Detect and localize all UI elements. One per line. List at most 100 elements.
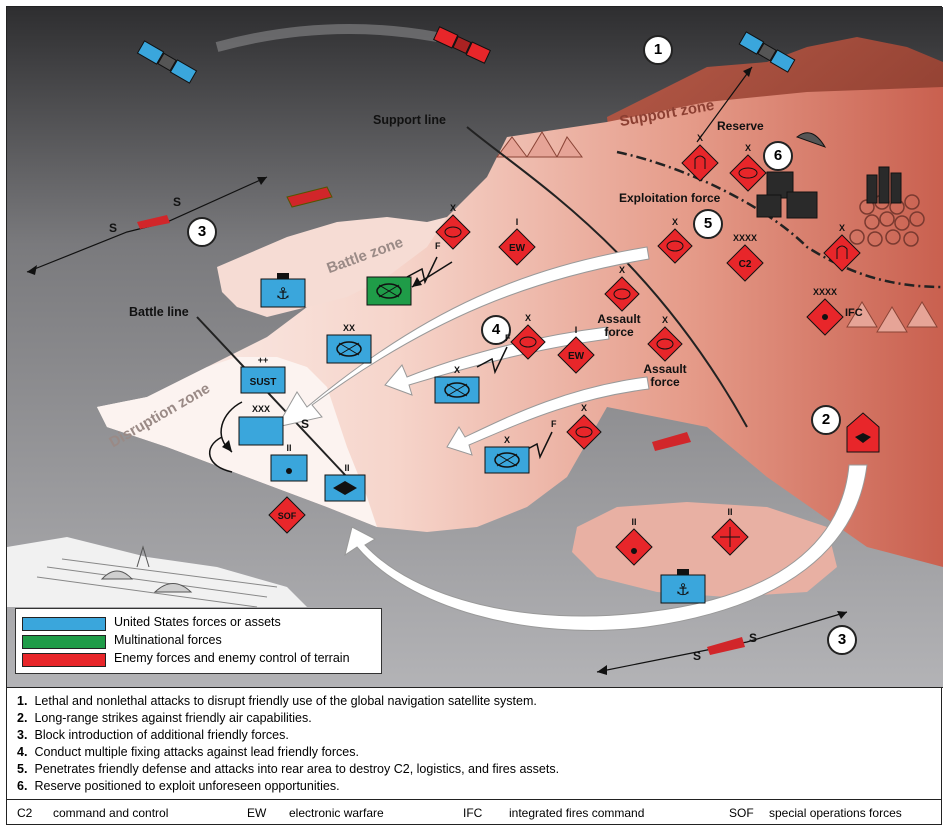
friendly-corps: XXX xyxy=(238,404,284,446)
friendly-naval-unit: ⚓ xyxy=(660,569,706,604)
fires-icon xyxy=(476,346,508,375)
hangar-icon xyxy=(100,570,134,580)
strike-arrow xyxy=(696,66,753,143)
support-line-label: Support line xyxy=(373,113,446,127)
enemy-sof-unit: SOF xyxy=(268,496,306,534)
enemy-ship-icon xyxy=(652,432,691,451)
tower-icon xyxy=(136,545,150,568)
air-strike-arrow xyxy=(344,464,868,631)
svg-text:II: II xyxy=(631,517,636,527)
disruption-land xyxy=(97,357,377,527)
svg-text:EW: EW xyxy=(509,243,526,254)
svg-text:C2: C2 xyxy=(739,259,752,270)
hangar-icon xyxy=(153,583,193,593)
enemy-air-defense xyxy=(846,412,880,453)
friendly-battalion: II xyxy=(270,443,308,482)
svg-text:X: X xyxy=(525,313,531,323)
enemy-boundary xyxy=(616,150,943,289)
enemy-ship-icon xyxy=(286,186,333,208)
radar-dish-icon xyxy=(795,132,827,148)
rocks-icon xyxy=(496,131,938,333)
enemy-satellite-icon xyxy=(433,26,491,64)
exploitation-arrow xyxy=(276,246,650,428)
svg-text:II: II xyxy=(727,507,732,517)
svg-text:X: X xyxy=(745,143,751,153)
multinational-unit xyxy=(366,276,412,306)
svg-text:X: X xyxy=(697,133,703,143)
note-item: 3. Block introduction of additional frie… xyxy=(17,728,289,742)
enemy-ew-unit: EW xyxy=(557,336,595,374)
s-label: S xyxy=(109,221,118,235)
s-label: S xyxy=(749,631,758,645)
svg-text:⚓: ⚓ xyxy=(276,284,290,303)
callout-3-north: 3 xyxy=(187,217,217,247)
callout-3-south: 3 xyxy=(827,625,857,655)
headquarters-icon xyxy=(756,166,902,219)
callout-1: 1 xyxy=(643,35,673,65)
note-item: 6. Reserve positioned to exploit unfores… xyxy=(17,779,340,793)
callout-4: 4 xyxy=(481,315,511,345)
svg-text:X: X xyxy=(454,365,460,375)
s-label: S xyxy=(301,417,310,431)
battle-line-label: Battle line xyxy=(129,305,189,319)
enemy-brigade xyxy=(435,214,471,250)
enemy-fires-unit xyxy=(681,144,719,182)
enemy-ship-icon xyxy=(137,215,170,229)
svg-text:X: X xyxy=(662,315,668,325)
legend-swatch xyxy=(22,617,106,631)
friendly-air-defense xyxy=(324,474,366,502)
svg-text:XXXX: XXXX xyxy=(733,233,757,243)
svg-text:I: I xyxy=(575,325,578,335)
enemy-ifc-unit xyxy=(806,298,844,336)
enemy-ship-icon xyxy=(707,637,745,655)
s-label: S xyxy=(693,649,702,663)
fires-label: F xyxy=(435,241,441,251)
diagram-frame: ⚓ XX SUST ++ XXX II xyxy=(6,6,943,826)
svg-text:X: X xyxy=(672,217,678,227)
note-item: 2. Long-range strikes against friendly a… xyxy=(17,711,312,725)
svg-text:SUST: SUST xyxy=(250,377,277,388)
fixing-attack-arrow xyxy=(446,376,650,456)
callout-5: 5 xyxy=(693,209,723,239)
enemy-c2-unit: C2 xyxy=(726,244,764,282)
fires-label: F xyxy=(551,419,557,429)
svg-text:X: X xyxy=(619,265,625,275)
enemy-brigade xyxy=(604,276,640,312)
friendly-shore xyxy=(7,537,307,607)
note-item: 5. Penetrates friendly defense and attac… xyxy=(17,762,560,776)
s-label: S xyxy=(173,195,182,209)
assault-force-label: Assault force xyxy=(597,312,641,339)
friendly-division: XX xyxy=(326,323,372,364)
friendly-satellite-icon xyxy=(738,31,796,73)
battlefield-map: ⚓ XX SUST ++ XXX II xyxy=(7,7,943,687)
friendly-brigade xyxy=(484,446,530,474)
satellite-trail xyxy=(215,24,438,52)
support-line xyxy=(466,126,748,428)
note-item: 4. Conduct multiple fixing attacks again… xyxy=(17,745,359,759)
svg-text:++: ++ xyxy=(258,355,269,365)
sustainment-unit: SUST ++ xyxy=(240,355,286,394)
svg-text:I: I xyxy=(516,217,519,227)
svg-text:EW: EW xyxy=(568,351,585,362)
enemy-brigade xyxy=(510,324,546,360)
svg-text:XXX: XXX xyxy=(252,404,270,414)
svg-text:II: II xyxy=(344,463,349,473)
enemy-reserve-unit xyxy=(729,154,767,192)
enemy-battalion xyxy=(711,518,749,556)
legend-swatch xyxy=(22,653,106,667)
svg-text:⚓: ⚓ xyxy=(676,580,690,599)
friendly-brigade xyxy=(434,376,480,404)
svg-text:X: X xyxy=(581,403,587,413)
friendly-satellite-icon xyxy=(136,40,198,84)
exploitation-force-label: Exploitation force xyxy=(619,191,721,205)
svg-text:X: X xyxy=(839,223,845,233)
svg-text:II: II xyxy=(286,443,291,453)
south-island xyxy=(572,502,837,597)
enemy-ew-unit: EW xyxy=(498,228,536,266)
svg-text:XXXX: XXXX xyxy=(813,287,837,297)
fires-label: F xyxy=(505,333,511,343)
callout-2: 2 xyxy=(811,405,841,435)
legend-swatch xyxy=(22,635,106,649)
